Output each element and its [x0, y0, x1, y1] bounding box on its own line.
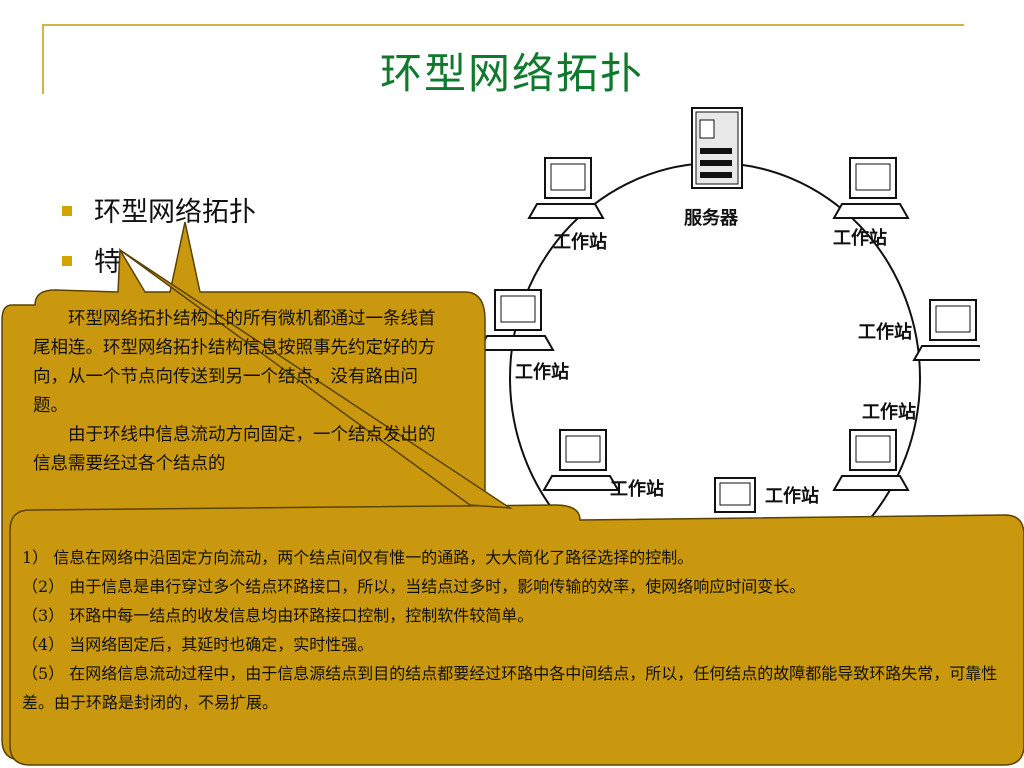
workstation-icon: [527, 157, 605, 219]
workstation-label: 工作站: [862, 401, 916, 423]
callout-two-item: （3） 环路中每一结点的收发信息均由环路接口控制，控制软件较简单。: [22, 606, 534, 625]
callout-two-item: 1） 信息在网络中沿固定方向流动，两个结点间仅有惟一的通路，大大简化了路径选择的…: [22, 548, 694, 567]
ring-topology-diagram: 服务器 工作站 工作站 工作站 工作站 工作站 工作站 工作站: [477, 107, 980, 520]
server-icon: [691, 107, 743, 189]
workstation-icon: [832, 157, 910, 219]
workstation-label: 工作站: [765, 485, 819, 507]
callout-two-text: 1） 信息在网络中沿固定方向流动，两个结点间仅有惟一的通路，大大简化了路径选择的…: [22, 543, 1012, 717]
callout-one-paragraph: 环型网络拓扑结构上的所有微机都通过一条线首尾相连。环型网络拓扑结构信息按照事先约…: [33, 309, 436, 416]
workstation-icon: [542, 429, 620, 491]
workstation-label: 工作站: [858, 321, 912, 343]
bullet-label: 特: [94, 247, 121, 278]
bullet-label: 环型网络拓扑: [94, 197, 256, 228]
workstation-icon: [912, 299, 980, 361]
bullet-item-1: 环型网络拓扑: [62, 190, 256, 229]
workstation-icon: [832, 429, 910, 491]
workstation-label: 工作站: [515, 361, 569, 383]
workstation-icon: [477, 289, 555, 351]
top-accent-line: [42, 24, 964, 26]
callout-two-item: （2） 由于信息是串行穿过多个结点环路接口，所以，当结点过多时，影响传输的效率，…: [22, 577, 806, 596]
workstation-icon: [714, 477, 756, 513]
callout-two-item: （5） 在网络信息流动过程中，由于信息源结点到目的结点都要经过环路中各中间结点，…: [22, 664, 998, 712]
callout-one-paragraph: 由于环线中信息流动方向固定，一个结点发出的信息需要经过各个结点的: [33, 425, 436, 474]
left-accent-line: [42, 24, 44, 94]
workstation-label: 工作站: [610, 478, 664, 500]
slide-title: 环型网络拓扑: [379, 49, 644, 98]
workstation-label: 工作站: [553, 231, 607, 253]
callout-two-item: （4） 当网络固定后，其延时也确定，实时性强。: [22, 635, 374, 654]
server-label: 服务器: [684, 207, 739, 229]
callout-one-text: 环型网络拓扑结构上的所有微机都通过一条线首尾相连。环型网络拓扑结构信息按照事先约…: [33, 305, 449, 479]
bullet-item-2: 特: [62, 240, 121, 279]
bullet-square-icon: [62, 255, 72, 266]
workstation-label: 工作站: [833, 227, 887, 249]
bullet-square-icon: [62, 205, 72, 216]
